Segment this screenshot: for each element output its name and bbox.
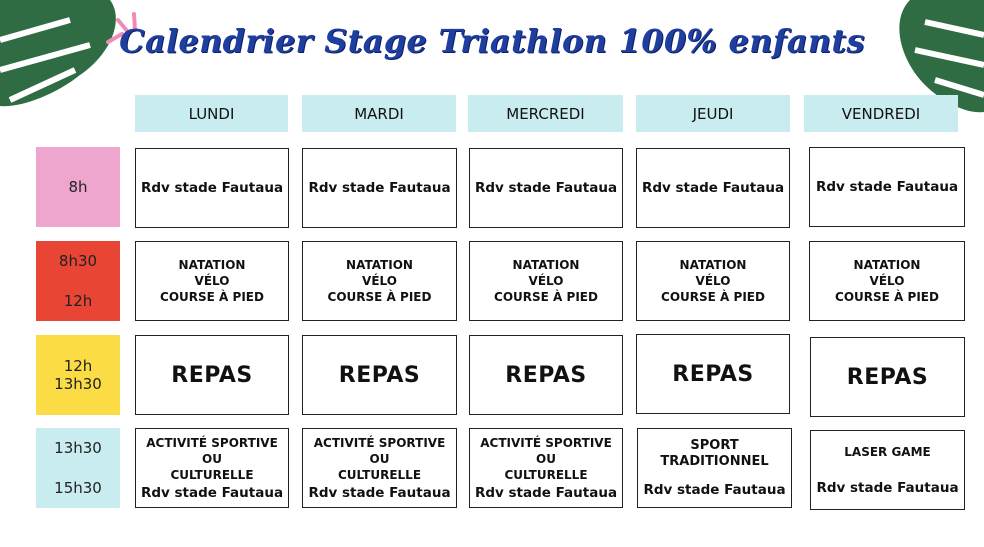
activity-line-1: LASER GAME: [844, 445, 931, 459]
activity-line-2: OU: [369, 452, 390, 466]
meeting-point: Rdv stade Fautaua: [474, 485, 618, 501]
activity-bike: VÉLO: [362, 274, 397, 288]
activity-line-1: ACTIVITÉ SPORTIVE: [313, 436, 446, 450]
activity-run: COURSE À PIED: [160, 290, 264, 304]
activity-line-1: ACTIVITÉ SPORTIVE: [480, 436, 612, 450]
cell-mercredi-afternoon: ACTIVITÉ SPORTIVE OU CULTURELLE Rdv stad…: [469, 428, 623, 508]
cell-mardi-afternoon: ACTIVITÉ SPORTIVE OU CULTURELLE Rdv stad…: [302, 428, 457, 508]
activity-swim: NATATION: [679, 258, 747, 272]
activity-run: COURSE À PIED: [835, 290, 939, 304]
cell-mardi-8h: Rdv stade Fautaua: [302, 148, 457, 228]
activity-bike: VÉLO: [695, 274, 731, 288]
time-start: 8h30: [58, 252, 98, 270]
time-slot-8h30: 8h30 12h: [36, 241, 120, 321]
time-start: 13h30: [54, 439, 102, 457]
meeting-point: Rdv stade Fautaua: [816, 480, 959, 496]
lunch-label: REPAS: [846, 364, 929, 390]
cell-jeudi-lunch: REPAS: [636, 334, 790, 414]
lunch-label: REPAS: [171, 362, 253, 388]
lunch-label: REPAS: [672, 361, 754, 387]
meeting-point: Rdv stade Fautaua: [140, 485, 284, 501]
activity-bike: VÉLO: [528, 274, 564, 288]
meeting-point: Rdv stade Fautaua: [643, 482, 786, 498]
time-end: 13h30: [54, 375, 102, 393]
time-slot-13h30: 13h30 15h30: [36, 428, 120, 508]
activity-line-1: ACTIVITÉ SPORTIVE: [146, 436, 278, 450]
activity-bike: VÉLO: [194, 274, 230, 288]
time-slot-12h: 12h 13h30: [36, 335, 120, 415]
cell-jeudi-afternoon: SPORT TRADITIONNEL Rdv stade Fautaua: [637, 428, 792, 508]
cell-vendredi-afternoon: LASER GAME Rdv stade Fautaua: [810, 430, 965, 510]
day-header-lundi: LUNDI: [135, 95, 288, 132]
activity-line-3: CULTURELLE: [504, 468, 588, 482]
cell-vendredi-lunch: REPAS: [810, 337, 965, 417]
cell-mercredi-morning: NATATION VÉLO COURSE À PIED: [469, 241, 623, 321]
cell-vendredi-8h: Rdv stade Fautaua: [809, 147, 965, 227]
cell-text: Rdv stade Fautaua: [140, 180, 284, 196]
time-end: 12h: [63, 292, 93, 310]
cell-text: Rdv stade Fautaua: [815, 179, 959, 195]
cell-mercredi-lunch: REPAS: [469, 335, 623, 415]
cell-vendredi-morning: NATATION VÉLO COURSE À PIED: [809, 241, 965, 321]
activity-line-1: SPORT: [690, 438, 739, 453]
day-header-mercredi: MERCREDI: [468, 95, 623, 132]
day-header-mardi: MARDI: [302, 95, 456, 132]
lunch-label: REPAS: [338, 362, 421, 388]
activity-bike: VÉLO: [869, 274, 905, 288]
cell-lundi-morning: NATATION VÉLO COURSE À PIED: [135, 241, 289, 321]
cell-text: Rdv stade Fautaua: [474, 180, 618, 196]
activity-swim: NATATION: [512, 258, 580, 272]
page-title: Calendrier Stage Triathlon 100% enfants: [119, 22, 865, 60]
activity-run: COURSE À PIED: [661, 290, 765, 304]
activity-swim: NATATION: [178, 258, 246, 272]
activity-run: COURSE À PIED: [494, 290, 598, 304]
lunch-label: REPAS: [505, 362, 587, 388]
activity-line-3: CULTURELLE: [170, 468, 254, 482]
activity-line-3: CULTURELLE: [337, 468, 422, 482]
monstera-leaf-left-icon: [0, 0, 116, 107]
cell-text: Rdv stade Fautaua: [308, 180, 451, 196]
time-end: 15h30: [54, 479, 102, 497]
sparkle-icon: [106, 12, 137, 44]
monstera-leaf-right-icon: [899, 0, 984, 113]
time-slot-8h: 8h: [36, 147, 120, 227]
cell-text: Rdv stade Fautaua: [641, 180, 785, 196]
day-header-jeudi: JEUDI: [636, 95, 790, 132]
activity-swim: NATATION: [853, 258, 921, 272]
meeting-point: Rdv stade Fautaua: [308, 485, 451, 501]
cell-jeudi-morning: NATATION VÉLO COURSE À PIED: [636, 241, 790, 321]
day-header-vendredi: VENDREDI: [804, 95, 958, 132]
activity-swim: NATATION: [346, 258, 413, 272]
cell-jeudi-8h: Rdv stade Fautaua: [636, 148, 790, 228]
cell-mardi-morning: NATATION VÉLO COURSE À PIED: [302, 241, 457, 321]
cell-mercredi-8h: Rdv stade Fautaua: [469, 148, 623, 228]
cell-mardi-lunch: REPAS: [302, 335, 457, 415]
time-start: 8h: [68, 178, 88, 196]
cell-lundi-8h: Rdv stade Fautaua: [135, 148, 289, 228]
cell-lundi-afternoon: ACTIVITÉ SPORTIVE OU CULTURELLE Rdv stad…: [135, 428, 289, 508]
activity-run: COURSE À PIED: [327, 290, 432, 304]
time-start: 12h: [63, 357, 93, 375]
activity-line-2: OU: [536, 452, 556, 466]
cell-lundi-lunch: REPAS: [135, 335, 289, 415]
activity-line-2: TRADITIONNEL: [660, 454, 769, 469]
activity-line-2: OU: [202, 452, 222, 466]
